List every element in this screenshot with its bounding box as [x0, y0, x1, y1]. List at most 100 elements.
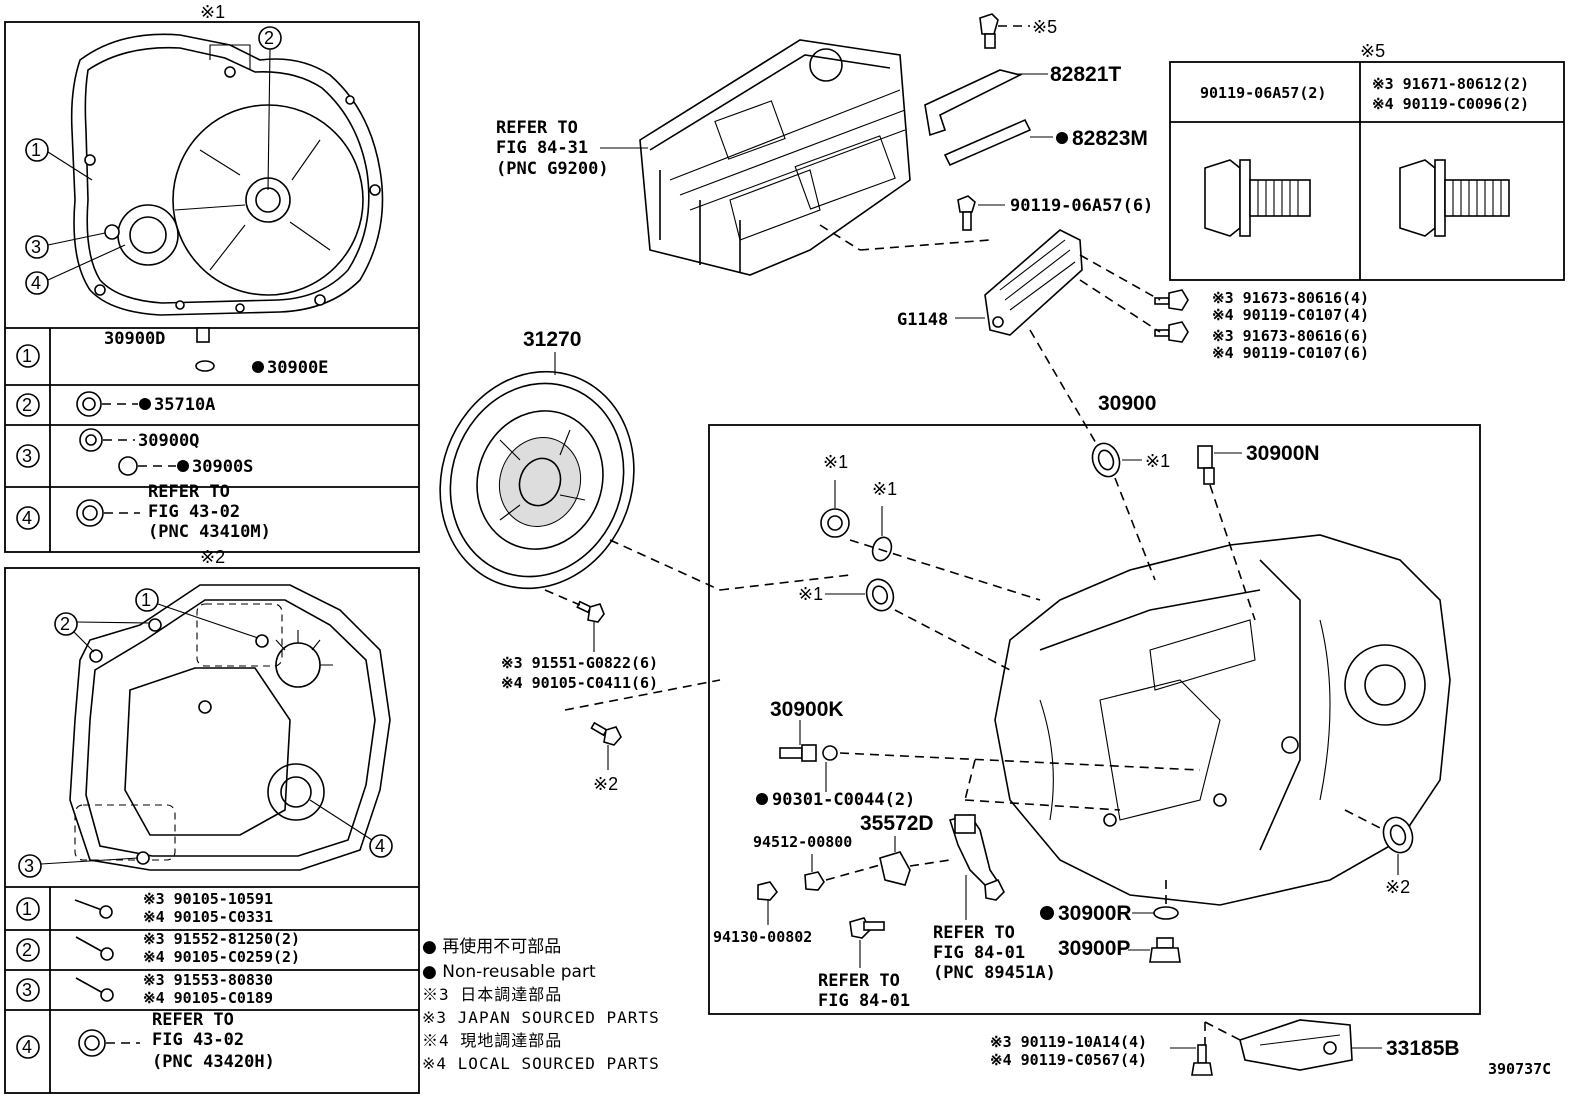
svg-text:90119-06A57(6): 90119-06A57(6) [1010, 196, 1153, 216]
svg-text:FIG 84-01: FIG 84-01 [933, 943, 1025, 963]
bracket-G1148 [984, 229, 1083, 336]
inverter-assembly [639, 39, 911, 276]
bolt-91673-b [1154, 321, 1189, 343]
svg-text:1: 1 [31, 140, 41, 160]
svg-text:3: 3 [24, 856, 34, 876]
panel-1: ※1 1 [4, 2, 420, 553]
svg-text:※4 90105-C0189: ※4 90105-C0189 [143, 989, 273, 1007]
sensor-30900N [1197, 445, 1215, 485]
bolt-top [979, 13, 999, 49]
svg-text:G1148: G1148 [897, 310, 948, 330]
plug-30900K [779, 744, 838, 762]
panel-2-callouts: 1 2 3 4 [18, 588, 393, 878]
svg-text:※4 90105-C0411(6): ※4 90105-C0411(6) [501, 674, 658, 692]
part-30900Q: 30900Q [138, 431, 199, 451]
svg-text:※5: ※5 [1032, 17, 1057, 37]
part-30900S: 30900S [192, 457, 253, 477]
svg-text:90119-06A57(2): 90119-06A57(2) [1200, 84, 1326, 102]
svg-text:※4 LOCAL SOURCED PARTS: ※4 LOCAL SOURCED PARTS [422, 1054, 660, 1073]
svg-text:3: 3 [22, 980, 32, 1000]
svg-text:※1: ※1 [823, 452, 848, 472]
panel-5-title: ※5 [1360, 41, 1385, 61]
panel-2-table: 1 ※3 90105-10591 ※4 90105-C0331 2 ※3 915… [16, 890, 300, 1072]
svg-text:REFER TO: REFER TO [818, 971, 900, 991]
svg-text:3: 3 [31, 237, 41, 257]
svg-text:30900R: 30900R [1058, 902, 1132, 925]
legend: ● 再使用不可部品 ● Non-reusable part ※3 日本調達部品 … [422, 936, 660, 1073]
svg-text:(PNC 89451A): (PNC 89451A) [933, 963, 1056, 983]
svg-text:30900: 30900 [1098, 392, 1156, 415]
svg-text:※4 90119-C0107(4): ※4 90119-C0107(4) [1212, 306, 1369, 324]
part-30900D: 30900D [104, 329, 165, 349]
svg-text:1: 1 [141, 590, 151, 610]
svg-text:1: 1 [22, 899, 32, 919]
panel-2-title: ※2 [200, 547, 225, 567]
svg-text:33185B: 33185B [1386, 1037, 1460, 1060]
bracket-82821T [924, 69, 1023, 137]
svg-text:● Non-reusable part: ● Non-reusable part [422, 962, 596, 982]
svg-text:REFER TO: REFER TO [933, 923, 1015, 943]
svg-text:2: 2 [22, 395, 32, 415]
figure-id: 390737C [1488, 1060, 1551, 1078]
svg-text:REFER TO: REFER TO [152, 1010, 234, 1030]
svg-text:30900P: 30900P [1058, 937, 1130, 960]
svg-text:(PNC 43420H): (PNC 43420H) [152, 1052, 275, 1072]
svg-text:31270: 31270 [523, 328, 581, 351]
svg-text:2: 2 [60, 614, 70, 634]
svg-text:94512-00800: 94512-00800 [753, 833, 852, 851]
svg-text:4: 4 [22, 1037, 32, 1057]
svg-text:82823M: 82823M [1072, 127, 1148, 150]
svg-text:FIG 43-02: FIG 43-02 [148, 502, 240, 522]
seal-mid-1 [820, 508, 850, 538]
bolt-mount [1191, 1044, 1213, 1076]
pad-82823M [943, 118, 1032, 167]
svg-text:※1: ※1 [798, 584, 823, 604]
bracket-94512 [879, 851, 911, 886]
svg-text:※4 90105-C0259(2): ※4 90105-C0259(2) [143, 948, 300, 966]
nut-94512 [804, 871, 825, 891]
part-30900E: 30900E [267, 358, 328, 378]
seal-mid-2 [871, 536, 893, 562]
svg-text:35572D: 35572D [860, 812, 934, 835]
svg-text:※3 90119-10A14(4): ※3 90119-10A14(4) [990, 1033, 1147, 1051]
panel-1-callouts: 1 2 3 4 [25, 26, 282, 295]
bolt-sensor [984, 878, 1005, 901]
svg-text:※4 90119-C0567(4): ※4 90119-C0567(4) [990, 1051, 1147, 1069]
seal-upper [1091, 442, 1121, 478]
svg-text:※1: ※1 [872, 479, 897, 499]
damper-31270 [439, 370, 635, 590]
svg-text:FIG 43-02: FIG 43-02 [152, 1030, 244, 1050]
svg-text:(PNC 43410M): (PNC 43410M) [148, 522, 271, 542]
panel-1-title: ※1 [200, 2, 225, 22]
transaxle-case-front-view [70, 33, 384, 316]
bolt-91551 [576, 600, 605, 623]
svg-text:4: 4 [22, 508, 32, 528]
svg-text:30900K: 30900K [770, 698, 844, 721]
svg-text:※2: ※2 [1385, 877, 1410, 897]
svg-text:3: 3 [22, 446, 32, 466]
panel-5: ※5 90119-06A57(2) ※3 91671-80612(2) ※4 9… [1169, 41, 1565, 281]
transaxle-30900 [994, 534, 1451, 906]
svg-text:※3 91673-80616(6): ※3 91673-80616(6) [1212, 327, 1369, 345]
seal-mid-3 [865, 578, 895, 612]
panel-1-table: 1 30900D 30900E 2 35710A 3 30900Q 30900S… [16, 327, 328, 542]
svg-text:※3 90105-10591: ※3 90105-10591 [143, 890, 273, 908]
nut-94130 [757, 881, 779, 901]
bolt-91673-a [1154, 289, 1189, 311]
svg-text:REFER TO: REFER TO [496, 118, 578, 138]
flange-bolt-drawing [1204, 159, 1510, 237]
plug-30900P [1149, 937, 1181, 963]
svg-text:94130-00802: 94130-00802 [713, 928, 812, 946]
transaxle-case-rear-view [69, 584, 391, 871]
svg-text:(PNC G9200): (PNC G9200) [496, 159, 609, 179]
svg-text:FIG 84-01: FIG 84-01 [818, 991, 910, 1011]
part-35710A: 35710A [154, 395, 215, 415]
svg-text:4: 4 [31, 273, 41, 293]
svg-text:※3 91551-G0822(6): ※3 91551-G0822(6) [501, 654, 658, 672]
svg-text:● 再使用不可部品: ● 再使用不可部品 [422, 936, 561, 957]
svg-text:※3 日本調達部品: ※3 日本調達部品 [422, 985, 562, 1004]
svg-text:※1: ※1 [1145, 451, 1170, 471]
svg-text:2: 2 [264, 28, 274, 48]
svg-text:※3 91671-80612(2): ※3 91671-80612(2) [1372, 75, 1529, 93]
